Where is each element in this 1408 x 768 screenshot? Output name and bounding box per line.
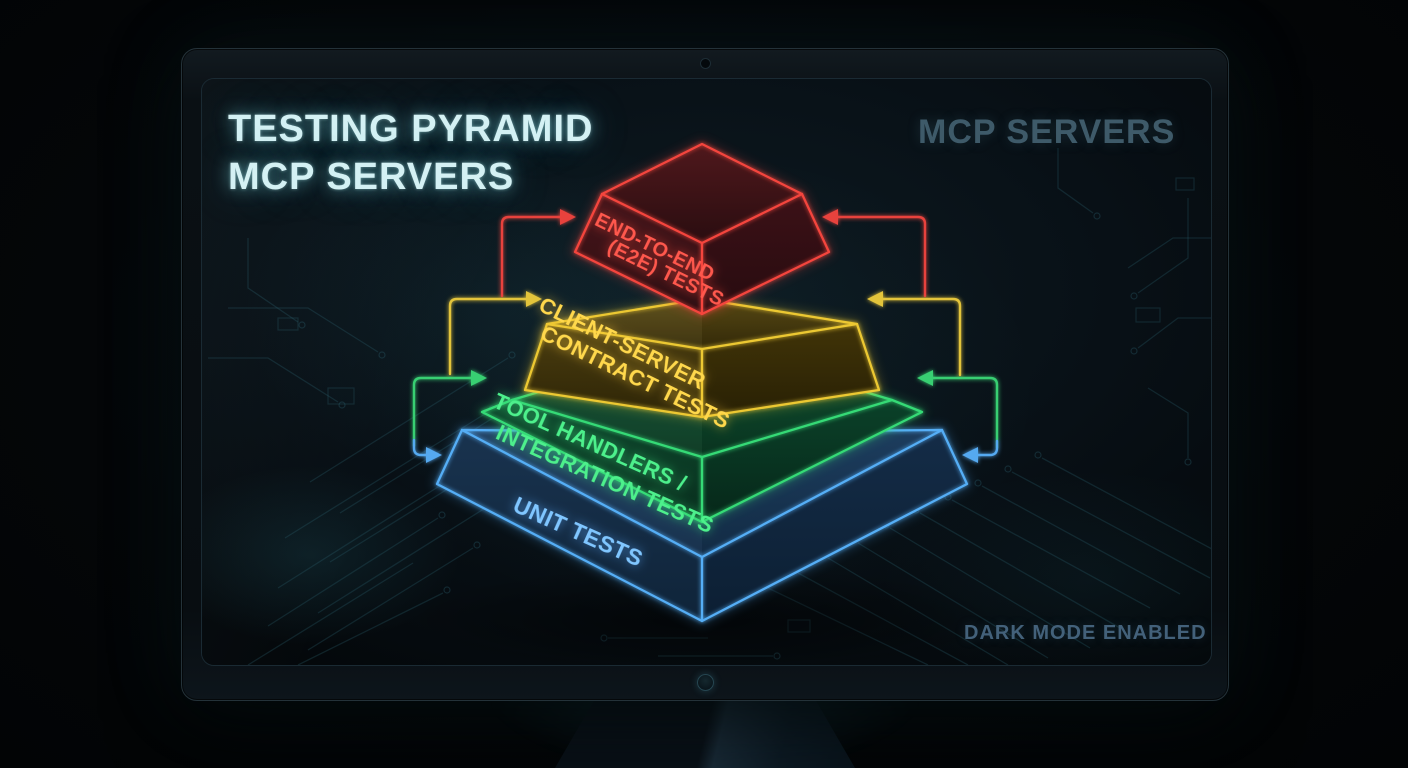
title-line2: MCP SERVERS xyxy=(228,156,515,198)
arrows-left xyxy=(412,209,576,463)
arrowhead-contract-right xyxy=(867,291,883,307)
arrowhead-unit-left xyxy=(426,447,442,463)
title-line1: TESTING PYRAMID xyxy=(228,108,594,150)
arrowhead-integration-left xyxy=(471,370,487,386)
monitor-frame: END-TO-END (E2E) TESTS CLIENT-SERVER CON… xyxy=(181,48,1229,701)
level-e2e-tests xyxy=(570,139,834,319)
screen: END-TO-END (E2E) TESTS CLIENT-SERVER CON… xyxy=(201,78,1212,666)
page-title: TESTING PYRAMID MCP SERVERS xyxy=(228,105,593,201)
arrowhead-e2e-right xyxy=(822,209,838,225)
arrowhead-e2e-left xyxy=(560,209,576,225)
power-led xyxy=(697,674,714,691)
monitor-stand xyxy=(555,699,855,768)
watermark-text: MCP SERVERS xyxy=(918,113,1176,151)
arrowhead-contract-left xyxy=(526,291,542,307)
arrows-right xyxy=(822,209,999,463)
webcam-dot xyxy=(700,58,711,69)
arrowhead-integration-right xyxy=(917,370,933,386)
status-badge: DARK MODE ENABLED xyxy=(964,622,1207,644)
arrowhead-unit-right xyxy=(962,447,978,463)
pyramid-diagram: END-TO-END (E2E) TESTS CLIENT-SERVER CON… xyxy=(202,79,1211,665)
